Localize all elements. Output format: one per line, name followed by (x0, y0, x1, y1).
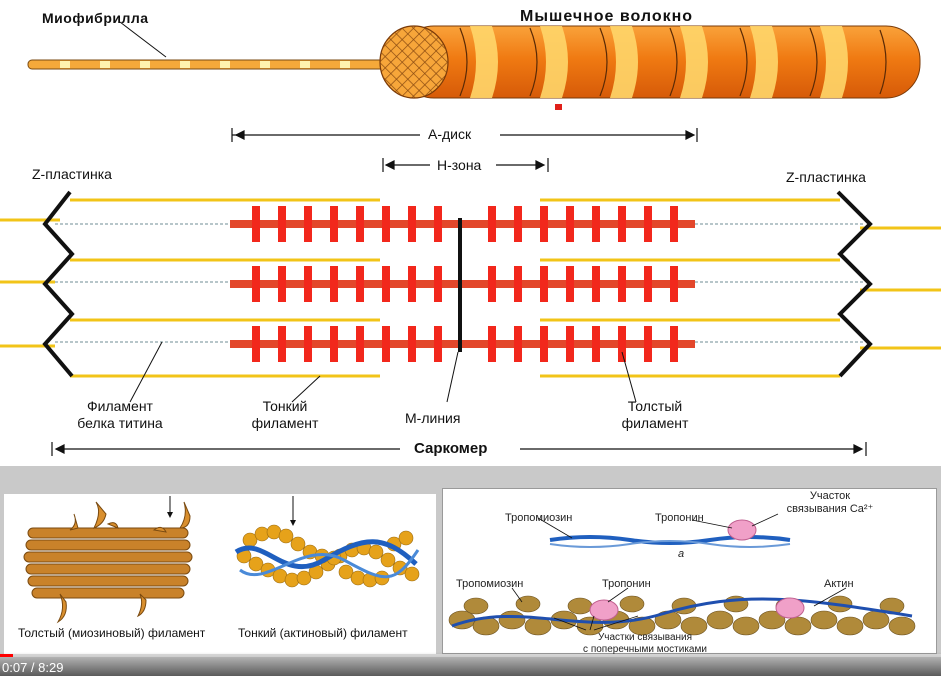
tropomyosin-strand-b (451, 597, 913, 628)
thin-actin-model (234, 496, 420, 588)
label-pointers (129, 341, 637, 403)
muscle-fiber-illustration (27, 21, 921, 110)
sarcomere-diagram (0, 128, 941, 456)
thick-filament-row-3 (230, 326, 695, 362)
thick-myosin-caption: Толстый (миозиновый) филамент (18, 626, 206, 640)
muscle-fiber-cylinder (379, 25, 921, 110)
sarcomere-label: Саркомер (414, 440, 488, 457)
ca-site-line1: Участок (809, 490, 851, 502)
thin-label-line2: филамент (251, 415, 319, 431)
muscle-fiber-label: Мышечное волокно (520, 8, 694, 25)
video-controls-bar (0, 652, 941, 676)
m-line-label: М-линия (405, 410, 461, 426)
tropomyosin-a-label: Тропомиозин (505, 512, 573, 524)
tropomyosin-strand-a (549, 535, 791, 548)
titin-label-line1: Филамент (87, 398, 153, 414)
thick-label-line1: Толстый (627, 398, 683, 414)
thin-actin-caption: Тонкий (актиновый) филамент (238, 626, 408, 640)
z-plate-right-label: Z-пластинка (786, 169, 866, 185)
crossbridge-line1: Участки связывания (597, 632, 693, 643)
thick-filament-label: Толстый филамент (605, 398, 705, 432)
thin-label-line1: Тонкий (262, 398, 308, 414)
thick-filament-row-1 (230, 206, 695, 242)
troponin-a-label: Тропонин (655, 512, 704, 524)
thick-filament-row-2 (230, 266, 695, 302)
troponin-art (448, 513, 916, 636)
z-disk-left (42, 190, 75, 378)
panel-a-letter: а (678, 548, 685, 560)
thin-filaments (0, 198, 941, 378)
crossbridge-sites-label: Участки связывания с поперечными мостика… (560, 632, 730, 656)
tropomyosin-b-label: Тропомиозин (456, 578, 524, 590)
a-disk-label: А-диск (428, 126, 472, 142)
pointers-b (511, 587, 847, 631)
myofibril-rod (27, 59, 439, 70)
z-disk-right (836, 190, 873, 378)
troponin-blob-b1 (589, 599, 619, 621)
h-zone-label: Н-зона (437, 157, 482, 173)
thick-myosin-model (23, 496, 193, 624)
z-plate-left-label: Z-пластинка (32, 166, 112, 182)
actin-label: Актин (824, 578, 854, 590)
titin-label: Филамент белка титина (60, 398, 180, 432)
pointers-a (537, 513, 779, 539)
titin-filaments (55, 223, 865, 343)
troponin-b-label: Тропонин (602, 578, 651, 590)
video-progress-fill (0, 654, 14, 657)
crossbridge-line2: с поперечными мостиками (583, 644, 707, 655)
video-progress-bar[interactable] (0, 654, 941, 657)
myofibril-pointer (119, 21, 167, 58)
a-disk-bracket (231, 128, 698, 142)
sarcomere-bracket (51, 442, 867, 456)
h-zone-bracket (382, 158, 549, 172)
troponin-blob-b2 (775, 597, 805, 619)
filament-models-art (23, 496, 420, 624)
ca-site-line2: связывания Ca²⁺ (786, 503, 874, 515)
thick-label-line2: филамент (621, 415, 689, 431)
video-time-display: 0:07 / 8:29 (2, 660, 64, 675)
troponin-blob-a (727, 519, 757, 541)
myofibril-label: Миофибрилла (42, 10, 149, 26)
ca-binding-site-label: Участок связывания Ca²⁺ (775, 490, 885, 516)
thin-filament-label: Тонкий филамент (235, 398, 335, 432)
titin-label-line2: белка титина (77, 415, 163, 431)
